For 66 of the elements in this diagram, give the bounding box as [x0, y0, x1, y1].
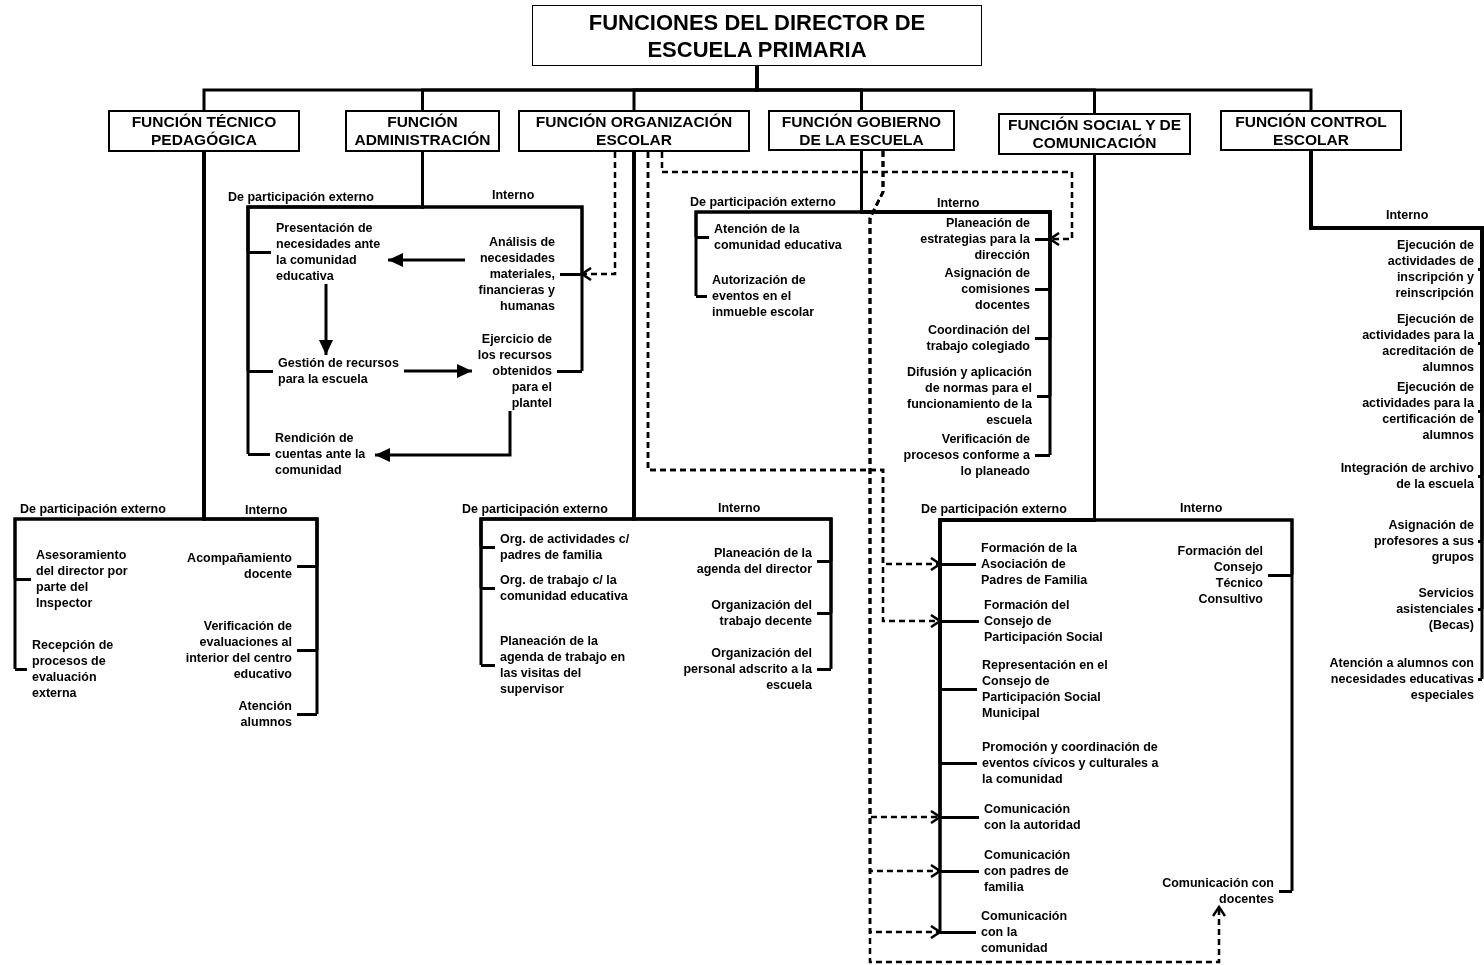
bracket-item: Asesoramiento del director por parte del Inspector: [15, 547, 144, 611]
bracket-item: Representación en el Consejo de Participación Social Municipal: [940, 657, 1122, 721]
bracket-item: Integración de archivo de la escuela: [1332, 460, 1482, 492]
section-label: De participación externo: [20, 502, 166, 517]
bracket-item: Planeación de la agenda de trabajo en las visitas del supervisor: [481, 633, 642, 697]
bracket-item: Gestión de recursos para la escuela: [248, 355, 404, 387]
arrow: [319, 284, 333, 355]
section-label: De participación externo: [228, 190, 374, 205]
connector-line: [421, 152, 584, 373]
function-box: FUNCIÓN SOCIAL Y DE COMUNICACIÓN: [998, 113, 1191, 155]
section-label: Interno: [245, 503, 288, 518]
function-box: FUNCIÓN GOBIERNO DE LA ESCUELA: [768, 110, 955, 151]
bracket-item: Comunicación con la comunidad: [940, 908, 1081, 956]
bracket-item: Planeación de estrategias para la dirección: [918, 215, 1050, 263]
bracket-item: Comunicación con la autoridad: [940, 801, 1086, 833]
section-label: Interno: [937, 196, 980, 211]
dashed-arrow: [660, 152, 1074, 247]
bracket-item: Autorización de eventos en el inmueble escolar: [696, 272, 830, 320]
function-box: FUNCIÓN ADMINISTRACIÓN: [345, 110, 500, 152]
bracket-item: Rendición de cuentas ante la comunidad: [248, 430, 375, 478]
arrow: [388, 253, 465, 267]
bracket-item: Comunicación con padres de familia: [940, 847, 1086, 895]
arrow: [375, 411, 512, 462]
bracket-item: Organización del personal adscrito a la escuela: [664, 645, 831, 693]
function-box: FUNCIÓN TÉCNICO PEDAGÓGICA: [108, 110, 300, 152]
bracket-item: Planeación de la agenda del director: [680, 545, 831, 577]
bracket-item: Servicios asistenciales (Becas): [1382, 585, 1482, 633]
bracket-item: Formación del Consejo Técnico Consultivo: [1165, 543, 1292, 607]
arrow: [404, 364, 472, 378]
bracket-item: Ejecución de actividades para la certificación de alumnos: [1346, 379, 1482, 443]
section-label: De participación externo: [690, 195, 836, 210]
bracket-item: Verificación de procesos conforme a lo planeado: [890, 431, 1050, 479]
bracket-item: Organización del trabajo decente: [700, 597, 831, 629]
bracket-item: Formación de la Asociación de Padres de Familia: [940, 540, 1103, 588]
bracket-item: Asignación de comisiones docentes: [928, 265, 1050, 313]
bracket-item: Org. de trabajo c/ la comunidad educativa: [481, 572, 632, 604]
dashed-arrow: [868, 151, 1227, 964]
section-label: Interno: [492, 188, 535, 203]
bracket-item: Ejecución de actividades de inscripción y reinscripción: [1366, 237, 1482, 301]
bracket-item: Atención alumnos: [227, 698, 317, 730]
bracket-item: Formación del Consejo de Participación Social: [940, 597, 1120, 645]
bracket-item: Ejecución de actividades para la acreditación de alumnos: [1346, 311, 1482, 375]
bracket-item: Org. de actividades c/ padres de familia: [481, 531, 632, 563]
dashed-arrow: [580, 152, 617, 282]
bracket-item: Análisis de necesidades materiales, financieras y humanas: [465, 234, 582, 314]
function-box: FUNCIÓN CONTROL ESCOLAR: [1220, 110, 1402, 151]
connector-line: [860, 151, 1052, 457]
bracket-item: Promoción y coordinación de eventos cívicos y culturales a la comunidad: [940, 739, 1160, 787]
bracket-item: Ejercicio de los recursos obtenidos para el plantel: [472, 331, 582, 411]
bracket-item: Atención a alumnos con necesidades educativas especiales: [1322, 655, 1482, 703]
bracket-item: Acompañamiento docente: [174, 550, 317, 582]
bracket-item: Presentación de necesidades ante la comunidad educativa: [248, 220, 388, 284]
bracket-item: Recepción de procesos de evaluación externa: [15, 637, 127, 701]
section-label: Interno: [718, 501, 761, 516]
section-label: De participación externo: [462, 502, 608, 517]
bracket-item: Comunicación con docentes: [1146, 875, 1292, 907]
bracket-item: Coordinación del trabajo colegiado: [912, 322, 1050, 354]
section-label: Interno: [1386, 208, 1429, 223]
function-box: FUNCIÓN ORGANIZACIÓN ESCOLAR: [518, 110, 750, 152]
title-box: FUNCIONES DEL DIRECTOR DE ESCUELA PRIMARIA: [532, 5, 982, 66]
bracket-item: Verificación de evaluaciones al interior del centro educativo: [167, 618, 317, 682]
bracket-item: Atención de la comunidad educativa: [696, 221, 859, 253]
bracket-item: Asignación de profesores a sus grupos: [1356, 517, 1482, 565]
section-label: Interno: [1180, 501, 1223, 516]
bracket-item: Difusión y aplicación de normas para el funcionamiento de la escuela: [890, 364, 1050, 428]
section-label: De participación externo: [921, 502, 1067, 517]
